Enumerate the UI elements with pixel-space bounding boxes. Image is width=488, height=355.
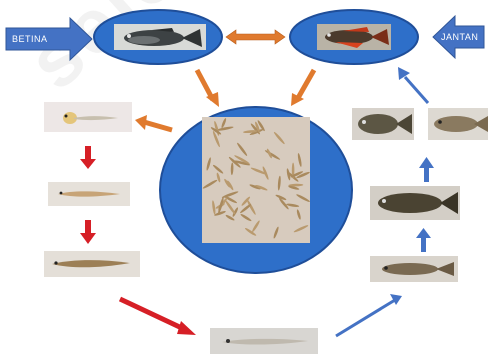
- juvenile-2-photo: [370, 186, 460, 220]
- blue-up-arrow-2: [419, 157, 434, 182]
- egg-mark: [273, 131, 286, 145]
- egg-mark: [221, 118, 227, 129]
- egg-mark: [221, 190, 238, 198]
- juvenile-1-photo: [370, 256, 458, 282]
- egg-cluster-photo: [202, 117, 310, 243]
- female-label: BETINA: [12, 34, 48, 44]
- adult-to-male-arrow: [398, 67, 428, 103]
- blue-up-arrow-1: [416, 228, 431, 252]
- egg-mark: [240, 213, 252, 222]
- egg-mark: [296, 193, 310, 203]
- female-to-eggs-arrow: [197, 70, 219, 107]
- egg-mark: [236, 142, 248, 157]
- egg-mark: [212, 200, 217, 215]
- red-arrow-2: [80, 220, 96, 244]
- juvenile-1-icon: [370, 256, 458, 282]
- egg-mark: [293, 224, 309, 233]
- adult-left-photo: [352, 108, 414, 140]
- fry-bottom-icon: [210, 328, 318, 354]
- fry-bottom-photo: [210, 328, 318, 354]
- adult-left-icon: [352, 108, 414, 140]
- larva-1-icon: [44, 102, 132, 132]
- egg-mark: [296, 209, 301, 220]
- larva-2-photo: [48, 182, 130, 206]
- male-label: JANTAN: [441, 32, 478, 42]
- egg-mark: [206, 157, 212, 171]
- egg-mark: [202, 179, 218, 190]
- pairing-double-arrow: [226, 30, 285, 44]
- larva-3-photo: [44, 251, 140, 277]
- male-to-eggs-arrow: [291, 70, 314, 106]
- blue-diagonal-arrow: [336, 294, 402, 336]
- adult-right-photo: [428, 108, 488, 140]
- egg-mark: [239, 203, 252, 214]
- juvenile-2-icon: [370, 186, 460, 220]
- eggs-icon: [202, 117, 310, 243]
- larva-3-icon: [44, 251, 140, 277]
- egg-mark: [273, 226, 280, 239]
- egg-mark: [286, 203, 299, 208]
- red-diagonal-arrow: [120, 299, 196, 335]
- larva-2-icon: [48, 182, 130, 206]
- egg-mark: [297, 153, 302, 167]
- female-fish-photo: [114, 24, 206, 50]
- egg-mark: [231, 162, 234, 175]
- egg-mark: [212, 164, 224, 174]
- egg-mark: [251, 220, 260, 233]
- adult-right-icon: [428, 108, 488, 140]
- egg-mark: [216, 172, 221, 182]
- larva-1-photo: [44, 102, 132, 132]
- male-fish-icon: [317, 24, 391, 50]
- male-fish-photo: [317, 24, 391, 50]
- eggs-to-larva-arrow: [135, 115, 172, 130]
- egg-mark: [264, 149, 281, 160]
- egg-mark: [277, 176, 281, 191]
- female-fish-icon: [114, 24, 206, 50]
- red-arrow-1: [80, 146, 96, 169]
